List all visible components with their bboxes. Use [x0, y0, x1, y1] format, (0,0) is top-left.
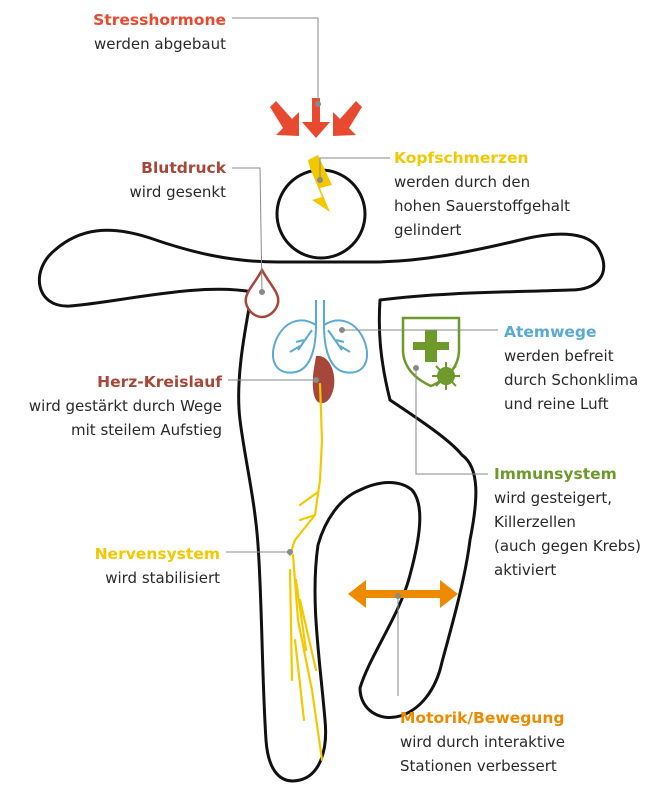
- motorik-label: Motorik/Bewegung wird durch interaktive …: [400, 706, 565, 778]
- immunsystem-desc-2: Killerzellen: [494, 510, 641, 534]
- kopfschmerzen-label: Kopfschmerzen werden durch den hohen Sau…: [394, 146, 570, 242]
- nervensystem-title: Nervensystem: [40, 542, 220, 566]
- herz-kreislauf-desc-2: mit steilem Aufstieg: [0, 418, 222, 442]
- motorik-desc-1: wird durch interaktive: [400, 730, 565, 754]
- immunsystem-label: Immunsystem wird gesteigert, Killerzelle…: [494, 462, 641, 582]
- immunsystem-desc-4: aktiviert: [494, 558, 641, 582]
- double-arrow-icon: [348, 580, 458, 608]
- herz-kreislauf-label: Herz-Kreislauf wird gestärkt durch Wege …: [0, 370, 222, 442]
- stresshormone-desc-1: werden abgebaut: [50, 32, 226, 56]
- stresshormone-title: Stresshormone: [50, 8, 226, 32]
- nervensystem-desc-1: wird stabilisiert: [40, 566, 220, 590]
- nervensystem-label: Nervensystem wird stabilisiert: [40, 542, 220, 590]
- immunsystem-title: Immunsystem: [494, 462, 641, 486]
- herz-kreislauf-title: Herz-Kreislauf: [0, 370, 222, 394]
- kopfschmerzen-desc-3: gelindert: [394, 218, 570, 242]
- atemwege-desc-2: durch Schonklima: [504, 368, 638, 392]
- atemwege-desc-3: und reine Luft: [504, 392, 638, 416]
- immunsystem-desc-1: wird gesteigert,: [494, 486, 641, 510]
- atemwege-title: Atemwege: [504, 320, 638, 344]
- kopfschmerzen-desc-2: hohen Sauerstoffgehalt: [394, 194, 570, 218]
- blutdruck-title: Blutdruck: [70, 156, 226, 180]
- atemwege-label: Atemwege werden befreit durch Schonklima…: [504, 320, 638, 416]
- blutdruck-desc-1: wird gesenkt: [70, 180, 226, 204]
- blutdruck-label: Blutdruck wird gesenkt: [70, 156, 226, 204]
- atemwege-desc-1: werden befreit: [504, 344, 638, 368]
- immunsystem-desc-3: (auch gegen Krebs): [494, 534, 641, 558]
- stresshormone-label: Stresshormone werden abgebaut: [50, 8, 226, 56]
- nerves-icon: [290, 384, 322, 760]
- motorik-title: Motorik/Bewegung: [400, 706, 565, 730]
- kopfschmerzen-title: Kopfschmerzen: [394, 146, 570, 170]
- virus-icon: [432, 362, 460, 390]
- kopfschmerzen-desc-1: werden durch den: [394, 170, 570, 194]
- herz-kreislauf-desc-1: wird gestärkt durch Wege: [0, 394, 222, 418]
- motorik-desc-2: Stationen verbessert: [400, 754, 565, 778]
